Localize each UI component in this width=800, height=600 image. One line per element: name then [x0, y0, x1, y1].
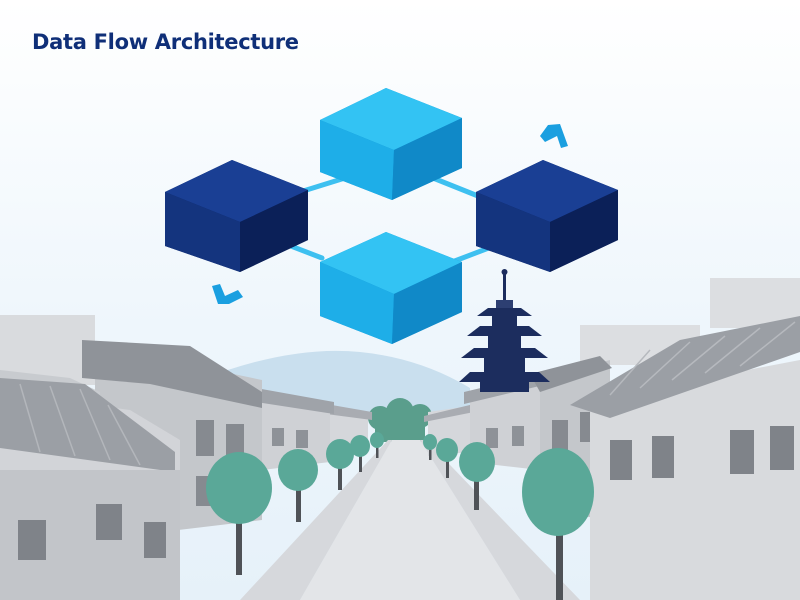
tree	[522, 448, 594, 600]
right-block	[476, 160, 618, 272]
left-sidewalk	[240, 440, 392, 600]
data-flow-diagram	[165, 88, 618, 344]
road	[300, 440, 520, 600]
tree	[459, 442, 495, 510]
top-block	[320, 88, 462, 200]
tree	[436, 438, 458, 478]
arrow-up-right-icon	[540, 124, 568, 148]
right-sidewalk	[420, 440, 580, 600]
connector-left-top	[297, 175, 348, 195]
tree	[278, 449, 318, 522]
pagoda-icon	[459, 269, 550, 392]
tree	[326, 439, 354, 490]
arrow-down-left-icon	[212, 284, 243, 304]
left-block	[165, 160, 308, 272]
street-trees	[206, 432, 594, 600]
tree	[206, 452, 272, 575]
distant-trees	[368, 398, 432, 442]
bottom-block	[320, 232, 462, 344]
tree	[423, 434, 437, 460]
page-title: Data Flow Architecture	[32, 30, 299, 54]
tree	[350, 435, 370, 472]
tree	[370, 432, 384, 458]
